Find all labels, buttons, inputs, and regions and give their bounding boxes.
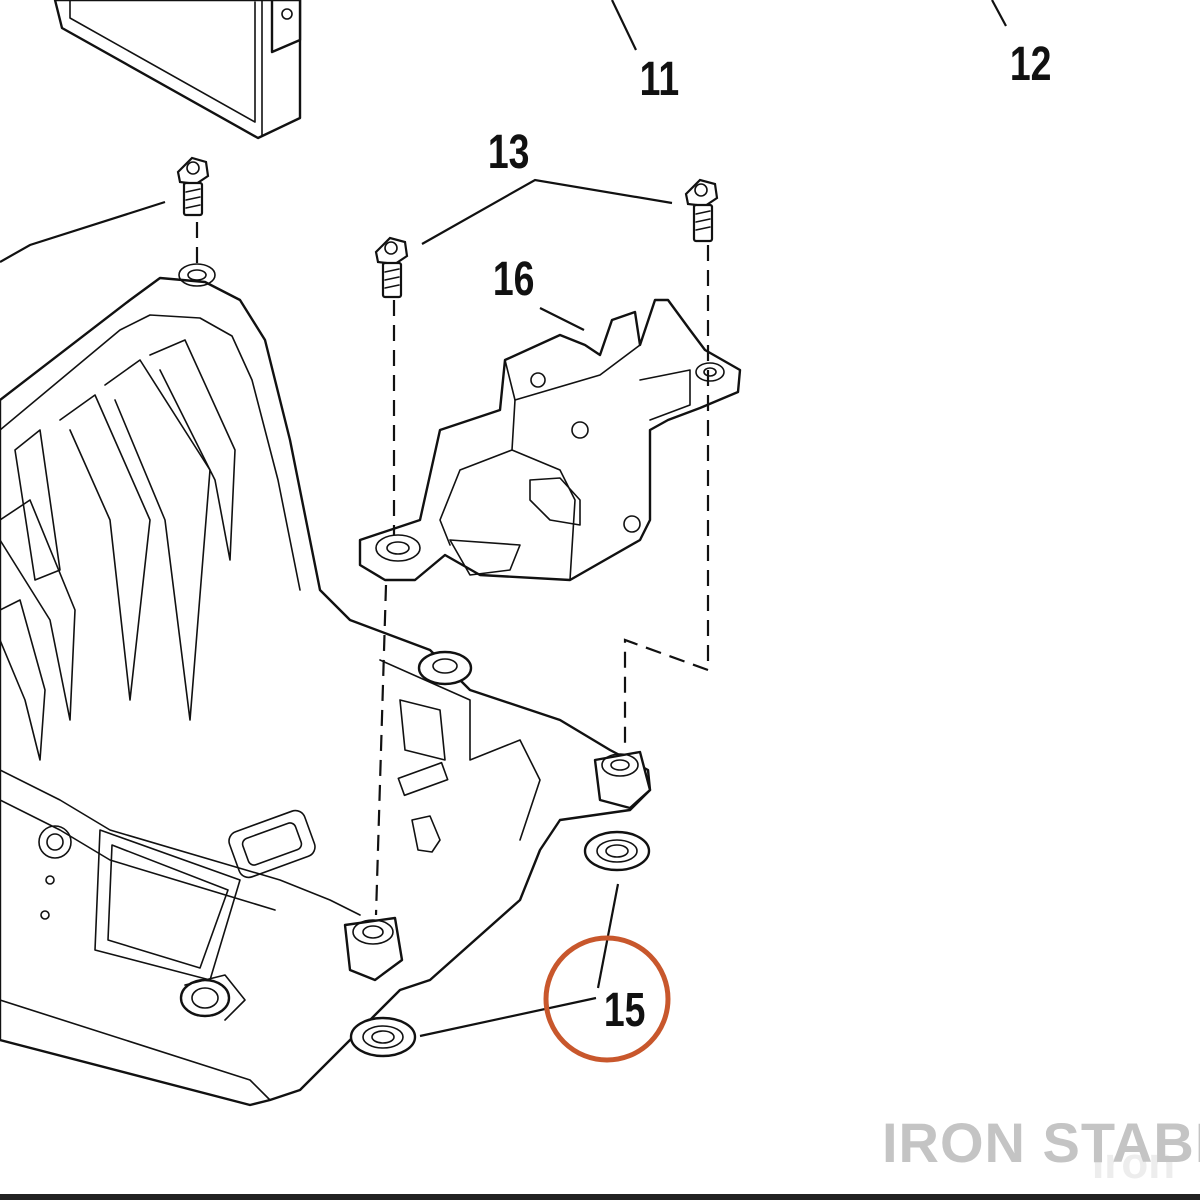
callout-16: 16: [493, 253, 535, 307]
washer-15-lower: [349, 1016, 417, 1058]
watermark-ghost: Iron: [1092, 1139, 1175, 1188]
callout-13: 13: [488, 126, 530, 180]
axis-bracket-to-base: [374, 584, 388, 916]
leader-11: [611, 0, 637, 51]
callout-11: 11: [640, 53, 680, 107]
highlight-circle-15: [543, 935, 671, 1063]
callout-15: 15: [604, 984, 646, 1038]
part-11-housing: [53, 0, 302, 140]
screw-13-left: [374, 236, 409, 299]
base-tray: [0, 263, 652, 1107]
bottom-border: [0, 1194, 1200, 1200]
screw-13-right: [684, 178, 719, 243]
callout-12: 12: [1010, 38, 1052, 92]
washer-15-upper: [583, 830, 651, 872]
leader-13: [421, 178, 673, 245]
leader-15-lower: [419, 996, 597, 1038]
leader-12: [991, 0, 1007, 27]
watermark-logo-text: IRON STABLE: [882, 1111, 1200, 1174]
leader-16: [539, 307, 585, 331]
part-16-bracket: [358, 298, 742, 582]
screw-left: [176, 156, 210, 217]
leader-left-screw: [0, 200, 166, 263]
axis-right-offset: [623, 638, 709, 750]
